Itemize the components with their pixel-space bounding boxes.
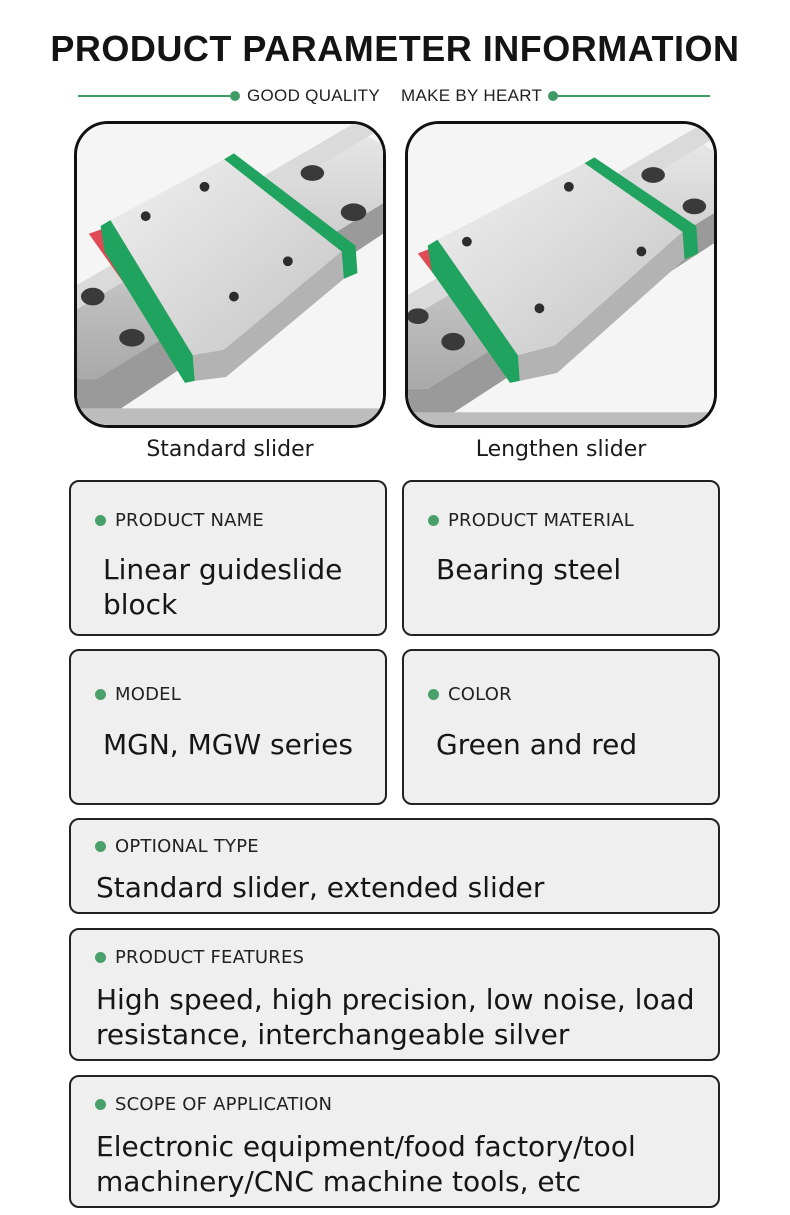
product-name-label-text: PRODUCT NAME — [115, 510, 264, 531]
lengthen-slider-block-image-icon — [408, 124, 714, 425]
standard-slider-image — [74, 121, 386, 428]
model-value: MGN, MGW series — [103, 728, 353, 761]
optional-type-label-text: OPTIONAL TYPE — [115, 836, 259, 857]
tagline-right-dot — [548, 91, 558, 101]
product-features-label-text: PRODUCT FEATURES — [115, 947, 305, 968]
model-label: MODEL — [95, 684, 181, 705]
color-label-text: COLOR — [448, 684, 512, 705]
tagline-left-dot — [230, 91, 240, 101]
product-name-value: Linear guideslide block — [103, 553, 343, 621]
optional-type-card: OPTIONAL TYPE Standard slider, extended … — [69, 818, 720, 914]
bullet-icon — [95, 1099, 106, 1110]
standard-slider-block-image-icon — [77, 124, 383, 425]
bullet-icon — [95, 952, 106, 963]
standard-slider-caption: Standard slider — [146, 437, 314, 462]
product-features-value: High speed, high precision, low noise, l… — [96, 983, 695, 1051]
model-label-text: MODEL — [115, 684, 181, 705]
product-material-label-text: PRODUCT MATERIAL — [448, 510, 635, 531]
product-name-card: PRODUCT NAME Linear guideslide block — [69, 480, 387, 636]
scope-of-application-label: SCOPE OF APPLICATION — [95, 1094, 332, 1115]
product-name-label: PRODUCT NAME — [95, 510, 264, 531]
product-material-value: Bearing steel — [436, 553, 622, 586]
tagline-left-rule — [78, 95, 230, 97]
bullet-icon — [95, 689, 106, 700]
tagline-left-text: GOOD QUALITY — [247, 86, 381, 105]
bullet-icon — [428, 515, 439, 526]
tagline: GOOD QUALITY MAKE BY HEART — [0, 84, 790, 108]
scope-of-application-label-text: SCOPE OF APPLICATION — [115, 1094, 333, 1115]
lengthen-slider-caption: Lengthen slider — [475, 437, 647, 462]
product-features-card: PRODUCT FEATURES High speed, high precis… — [69, 928, 720, 1061]
model-card: MODEL MGN, MGW series — [69, 649, 387, 805]
tagline-right-text: MAKE BY HEART — [401, 86, 543, 105]
tagline-right-rule — [556, 95, 710, 97]
optional-type-label: OPTIONAL TYPE — [95, 836, 259, 857]
product-material-label: PRODUCT MATERIAL — [428, 510, 634, 531]
page-title: PRODUCT PARAMETER INFORMATION — [50, 28, 740, 69]
optional-type-value: Standard slider, extended slider — [96, 871, 545, 904]
color-value: Green and red — [436, 728, 638, 761]
bullet-icon — [428, 689, 439, 700]
color-card: COLOR Green and red — [402, 649, 720, 805]
scope-of-application-card: SCOPE OF APPLICATION Electronic equipmen… — [69, 1075, 720, 1208]
product-features-label: PRODUCT FEATURES — [95, 947, 304, 968]
bullet-icon — [95, 841, 106, 852]
lengthen-slider-image — [405, 121, 717, 428]
scope-of-application-value: Electronic equipment/food factory/tool m… — [96, 1130, 636, 1198]
color-label: COLOR — [428, 684, 512, 705]
product-material-card: PRODUCT MATERIAL Bearing steel — [402, 480, 720, 636]
bullet-icon — [95, 515, 106, 526]
